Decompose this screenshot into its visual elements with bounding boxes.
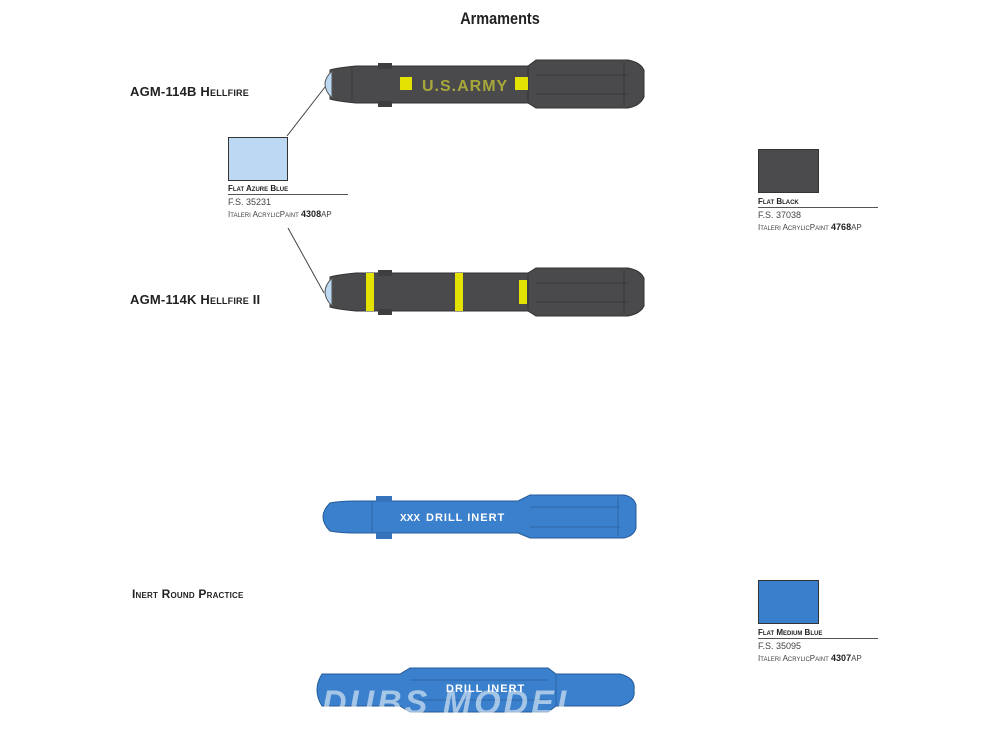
drill-inert-marking-1: DRILL INERT	[426, 512, 505, 524]
seeker-dome-bottom	[324, 276, 333, 308]
leader-line-bottom	[287, 227, 325, 294]
swatch-fs-medium-blue: F.S. 35095	[758, 641, 802, 651]
yellow-band-2	[455, 273, 463, 311]
seeker-dome-top	[324, 69, 333, 100]
swatch-fs-azure: F.S. 35231	[228, 197, 272, 207]
yellow-square-right	[515, 77, 528, 90]
watermark-logo: DUBS MODEL	[322, 684, 581, 722]
yellow-band-3	[519, 280, 527, 304]
swatch-name-black: Flat Black	[758, 197, 799, 206]
page-title: Armaments	[460, 9, 540, 28]
swatch-flat-medium-blue	[758, 580, 819, 624]
swatch-flat-azure-blue	[228, 137, 288, 181]
missile-inert-1: XXX DRILL INERT	[322, 494, 637, 539]
label-agm-114b: AGM-114B Hellfire	[130, 84, 249, 99]
swatch-paint-medium-blue: Italeri AcrylicPaint 4307AP	[758, 653, 862, 663]
swatch-divider-medium-blue	[758, 638, 878, 639]
swatch-name-medium-blue: Flat Medium Blue	[758, 628, 823, 637]
swatch-divider-azure	[228, 194, 348, 195]
swatch-paint-azure: Italeri AcrylicPaint 4308AP	[228, 209, 332, 219]
swatch-name-azure: Flat Azure Blue	[228, 184, 289, 193]
label-agm-114k: AGM-114K Hellfire II	[130, 292, 261, 307]
swatch-fs-black: F.S. 37038	[758, 210, 802, 220]
us-army-marking: U.S.ARMY	[422, 78, 508, 95]
drill-inert-marking-2: DRILL INERT	[446, 683, 525, 695]
missile-agm-114k	[324, 267, 645, 317]
yellow-band-1	[366, 273, 374, 311]
yellow-square-left	[400, 77, 412, 90]
label-inert-round: Inert Round Practice	[132, 587, 244, 601]
missile-inert-2: DRILL INERT	[316, 667, 635, 713]
leader-line-top	[286, 86, 326, 137]
missile-agm-114b: U.S.ARMY	[324, 59, 645, 109]
drill-prefix-1: XXX	[400, 513, 420, 524]
swatch-divider-black	[758, 207, 878, 208]
swatch-paint-black: Italeri AcrylicPaint 4768AP	[758, 222, 862, 232]
swatch-flat-black	[758, 149, 819, 193]
